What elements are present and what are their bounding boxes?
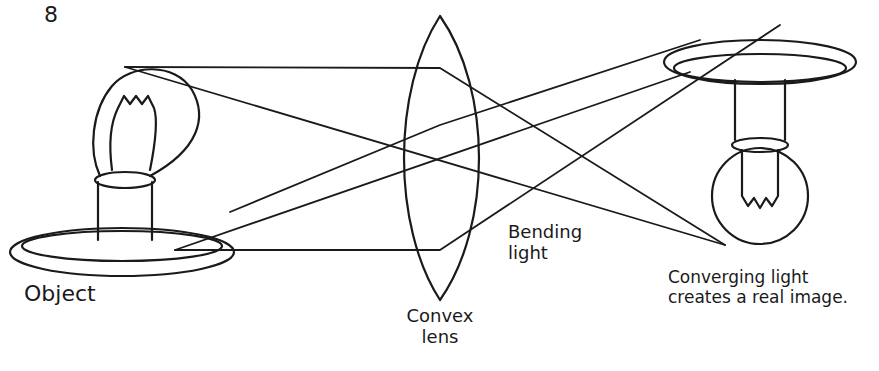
figure-number: 8 [44, 2, 74, 27]
light-rays [125, 25, 780, 250]
caption-label: Object [24, 281, 134, 306]
caption-label: Converging light creates a real image. [668, 268, 868, 307]
caption-label: Bending light [508, 222, 592, 263]
object-bulb [10, 69, 234, 276]
image-bulb [664, 40, 856, 244]
caption-label: Convex lens [398, 306, 482, 347]
